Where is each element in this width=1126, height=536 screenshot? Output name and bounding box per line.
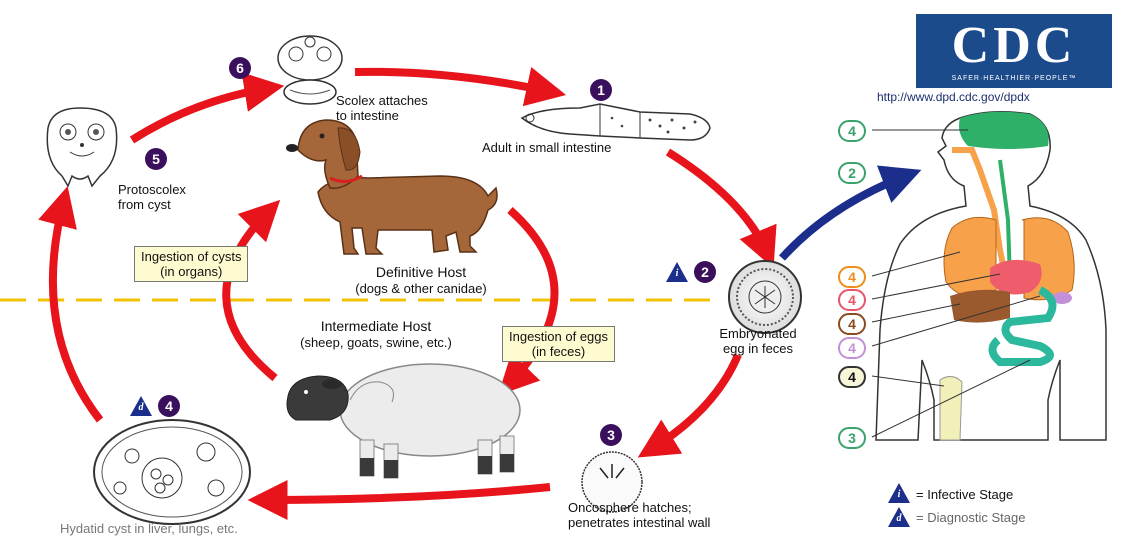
kidney-badge: 4 xyxy=(838,337,866,359)
definitive-host-label: Definitive Host (dogs & other canidae) xyxy=(316,264,526,296)
dog-drawing xyxy=(286,120,497,254)
arrow-sheep-to-dog xyxy=(226,210,275,378)
ingestion-of-cysts-note: Ingestion of cysts(in organs) xyxy=(134,246,248,282)
stage-4-badge: 4 xyxy=(158,395,180,417)
infection-route-badge: 2 xyxy=(838,162,866,184)
liver-badge: 4 xyxy=(838,313,866,335)
intermediate-host-label: Intermediate Host (sheep, goats, swine, … xyxy=(266,318,486,350)
legend-infective-text: = Infective Stage xyxy=(916,487,1013,502)
stage-6-badge: 6 xyxy=(229,57,251,79)
bloodstream-badge: 3 xyxy=(838,427,866,449)
arrow-1-to-2 xyxy=(668,152,768,255)
legend-diagnostic-icon: d xyxy=(888,507,910,527)
stage-4-label: Hydatid cyst in liver, lungs, etc. xyxy=(60,521,238,536)
hydatid-cyst-drawing xyxy=(94,420,250,524)
arrow-3-to-4 xyxy=(262,487,550,500)
stage-5-badge: 5 xyxy=(145,148,167,170)
ingestion-of-eggs-note: Ingestion of eggs(in feces) xyxy=(502,326,615,362)
lung-badge: 4 xyxy=(838,266,866,288)
legend-infective-icon: i xyxy=(888,483,910,503)
cdc-logo-tagline: SAFER·HEALTHIER·PEOPLE™ xyxy=(916,75,1112,82)
stage-2-badge: 2 xyxy=(694,261,716,283)
source-url: http://www.dpd.cdc.gov/dpdx xyxy=(877,90,1030,104)
adult-worm-drawing xyxy=(522,104,710,140)
infective-stage-marker: i xyxy=(666,262,688,282)
legend-diagnostic-text: = Diagnostic Stage xyxy=(916,510,1025,525)
scolex-drawing xyxy=(278,36,342,104)
stage-3-badge: 3 xyxy=(600,424,622,446)
stage-1-badge: 1 xyxy=(590,79,612,101)
stage-1-label: Adult in small intestine xyxy=(482,140,611,155)
arrow-6-to-1 xyxy=(355,72,552,92)
embryonated-egg-drawing xyxy=(729,261,801,333)
heart-badge: 4 xyxy=(838,289,866,311)
arrow-4-to-5 xyxy=(53,200,100,420)
bone-badge: 4 xyxy=(838,366,866,388)
cdc-logo: CDC SAFER·HEALTHIER·PEOPLE™ xyxy=(916,14,1112,88)
brain-badge: 4 xyxy=(838,120,866,142)
diagnostic-stage-marker: d xyxy=(130,396,152,416)
cdc-logo-letters: CDC xyxy=(916,18,1112,74)
stage-3-label: Oncosphere hatches;penetrates intestinal… xyxy=(568,500,710,530)
sheep-drawing xyxy=(287,364,520,478)
protoscolex-drawing xyxy=(47,108,116,186)
arrow-2-to-3 xyxy=(650,355,738,450)
arrow-5-to-6 xyxy=(132,88,270,140)
arrow-egg-to-human xyxy=(782,175,908,258)
